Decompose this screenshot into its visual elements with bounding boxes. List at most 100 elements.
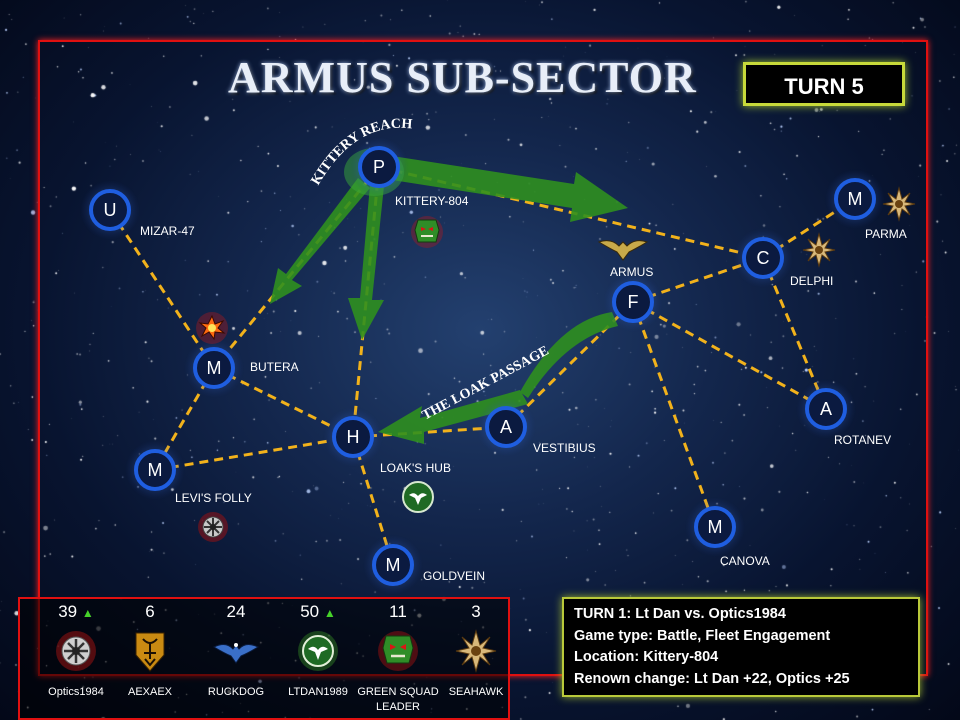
player-name: Optics1984: [48, 686, 104, 698]
system-ring: [694, 506, 736, 548]
route-arrow-p-to-east: [392, 156, 628, 222]
player-name: GREEN SQUAD LEADER: [357, 686, 439, 713]
route-arrow-p-to-h: [348, 185, 384, 340]
report-line-game-type: Game type: Battle, Fleet Engagement: [574, 627, 831, 644]
player-card: 6 AEXAEX: [110, 599, 190, 717]
system-label-mizar-47: MIZAR-47: [140, 224, 195, 238]
system-label-butera: BUTERA: [250, 360, 299, 374]
system-letter: H: [347, 427, 360, 447]
player-name: SEAHAWK: [448, 686, 504, 698]
system-letter: U: [104, 200, 117, 220]
system-label-canova: CANOVA: [720, 554, 770, 568]
player-card: 11 GREEN SQUAD LEADER: [357, 599, 438, 717]
lane-mb-h: [213, 366, 354, 439]
dark-angels-icon: [298, 631, 338, 671]
system-letter: P: [373, 157, 385, 177]
system-ring: [612, 281, 654, 323]
battle-explosion-icon: [196, 312, 228, 344]
player-scoreboard: 39 ▲ Optics1984 6 AEXAEX 24 RUCKDOG 50: [18, 597, 510, 720]
report-line-turn: TURN 1: Lt Dan vs. Optics1984: [574, 606, 786, 622]
system-label-delphi: DELPHI: [790, 274, 833, 288]
system-node-levi-s-folly[interactable]: M LEVI'S FOLLY: [125, 440, 252, 505]
chaos-star-icon: [455, 629, 497, 673]
imperial-eagle-icon: [212, 643, 260, 664]
player-score: 6: [145, 602, 155, 621]
system-label-goldvein: GOLDVEIN: [423, 569, 485, 583]
player-name: RUCKDOG: [207, 686, 265, 698]
system-ring: [134, 449, 176, 491]
system-node-kittery-804[interactable]: P KITTERY-804: [349, 137, 469, 208]
system-ring: [358, 146, 400, 188]
system-label-kittery-804: KITTERY-804: [395, 194, 469, 208]
system-label-parma: PARMA: [865, 227, 907, 241]
lane-f-mc: [631, 301, 717, 528]
system-label-vestibius: VESTIBIUS: [533, 441, 596, 455]
chaos-star-icon: [56, 631, 96, 671]
player-card: 3 SEAHAWK: [436, 599, 516, 717]
imperial-eagle-marker-icon: [597, 240, 649, 261]
turn-report-panel: TURN 1: Lt Dan vs. Optics1984 Game type:…: [562, 597, 920, 697]
system-ring: [332, 416, 374, 458]
player-score: 39 ▲: [58, 602, 94, 621]
system-ring: [805, 388, 847, 430]
system-node-butera[interactable]: M BUTERA: [184, 338, 299, 398]
map-markers: [196, 186, 916, 542]
system-label-levi-s-folly: LEVI'S FOLLY: [175, 491, 252, 505]
player-score: 3: [471, 602, 481, 621]
system-ring: [485, 406, 527, 448]
chaos-star-marker-parma-icon: [882, 186, 916, 222]
report-line-location: Location: Kittery-804: [574, 649, 719, 665]
lane-u-mb: [108, 209, 216, 369]
player-name: AEXAEX: [127, 686, 173, 698]
system-node-vestibius[interactable]: A VESTIBIUS: [476, 397, 596, 457]
system-node-mizar-47[interactable]: U MIZAR-47: [80, 180, 195, 240]
system-node-delphi[interactable]: C DELPHI: [733, 228, 833, 288]
dark-angels-marker-icon: [402, 481, 434, 513]
system-ring: [742, 237, 784, 279]
system-letter: F: [628, 292, 639, 312]
player-name: LTDAN1989: [288, 686, 348, 698]
player-score: 50 ▲: [300, 602, 336, 621]
system-label-loak-s-hub: LOAK'S HUB: [380, 461, 451, 475]
up-arrow-icon: ▲: [323, 606, 336, 620]
lane-f-ar: [632, 300, 827, 411]
system-ring: [834, 178, 876, 220]
system-node-loak-s-hub[interactable]: H LOAK'S HUB: [323, 407, 451, 475]
chaos-star-marker-icon: [802, 232, 836, 268]
chaos-wheel-marker-icon: [198, 512, 228, 542]
system-label-armus: ARMUS: [610, 265, 653, 279]
system-ring: [372, 544, 414, 586]
player-score: 11: [389, 602, 407, 621]
ork-glyph-icon: [378, 631, 418, 671]
system-letter: C: [757, 248, 770, 268]
system-label-rotanev: ROTANEV: [834, 433, 891, 447]
report-line-renown: Renown change: Lt Dan +22, Optics +25: [574, 670, 850, 687]
system-node-parma[interactable]: M PARMA: [825, 169, 907, 241]
system-ring: [193, 347, 235, 389]
loak-passage-route-arrow: [378, 312, 618, 444]
player-card: 39 ▲ Optics1984: [36, 599, 116, 717]
ork-marker-icon: [411, 216, 443, 248]
eldar-rune-icon: [135, 632, 165, 672]
turn-indicator: TURN 5: [743, 62, 905, 106]
player-card: 24 RUCKDOG: [196, 599, 276, 717]
system-node-armus[interactable]: F ARMUS: [603, 265, 663, 332]
up-arrow-icon: ▲: [81, 606, 94, 620]
player-score: 24: [226, 602, 246, 621]
system-letter: A: [820, 399, 832, 419]
system-letter: A: [500, 417, 512, 437]
lane-p-mb: [212, 166, 381, 369]
system-letter: M: [848, 189, 863, 209]
route-arrow-p-to-butera: [270, 178, 370, 304]
system-letter: M: [148, 460, 163, 480]
player-card: 50 ▲ LTDAN1989: [278, 599, 358, 717]
system-ring: [89, 189, 131, 231]
map-frame: [38, 40, 928, 676]
page-title: ARMUS SUB-SECTOR: [228, 53, 697, 102]
system-letter: M: [207, 358, 222, 378]
